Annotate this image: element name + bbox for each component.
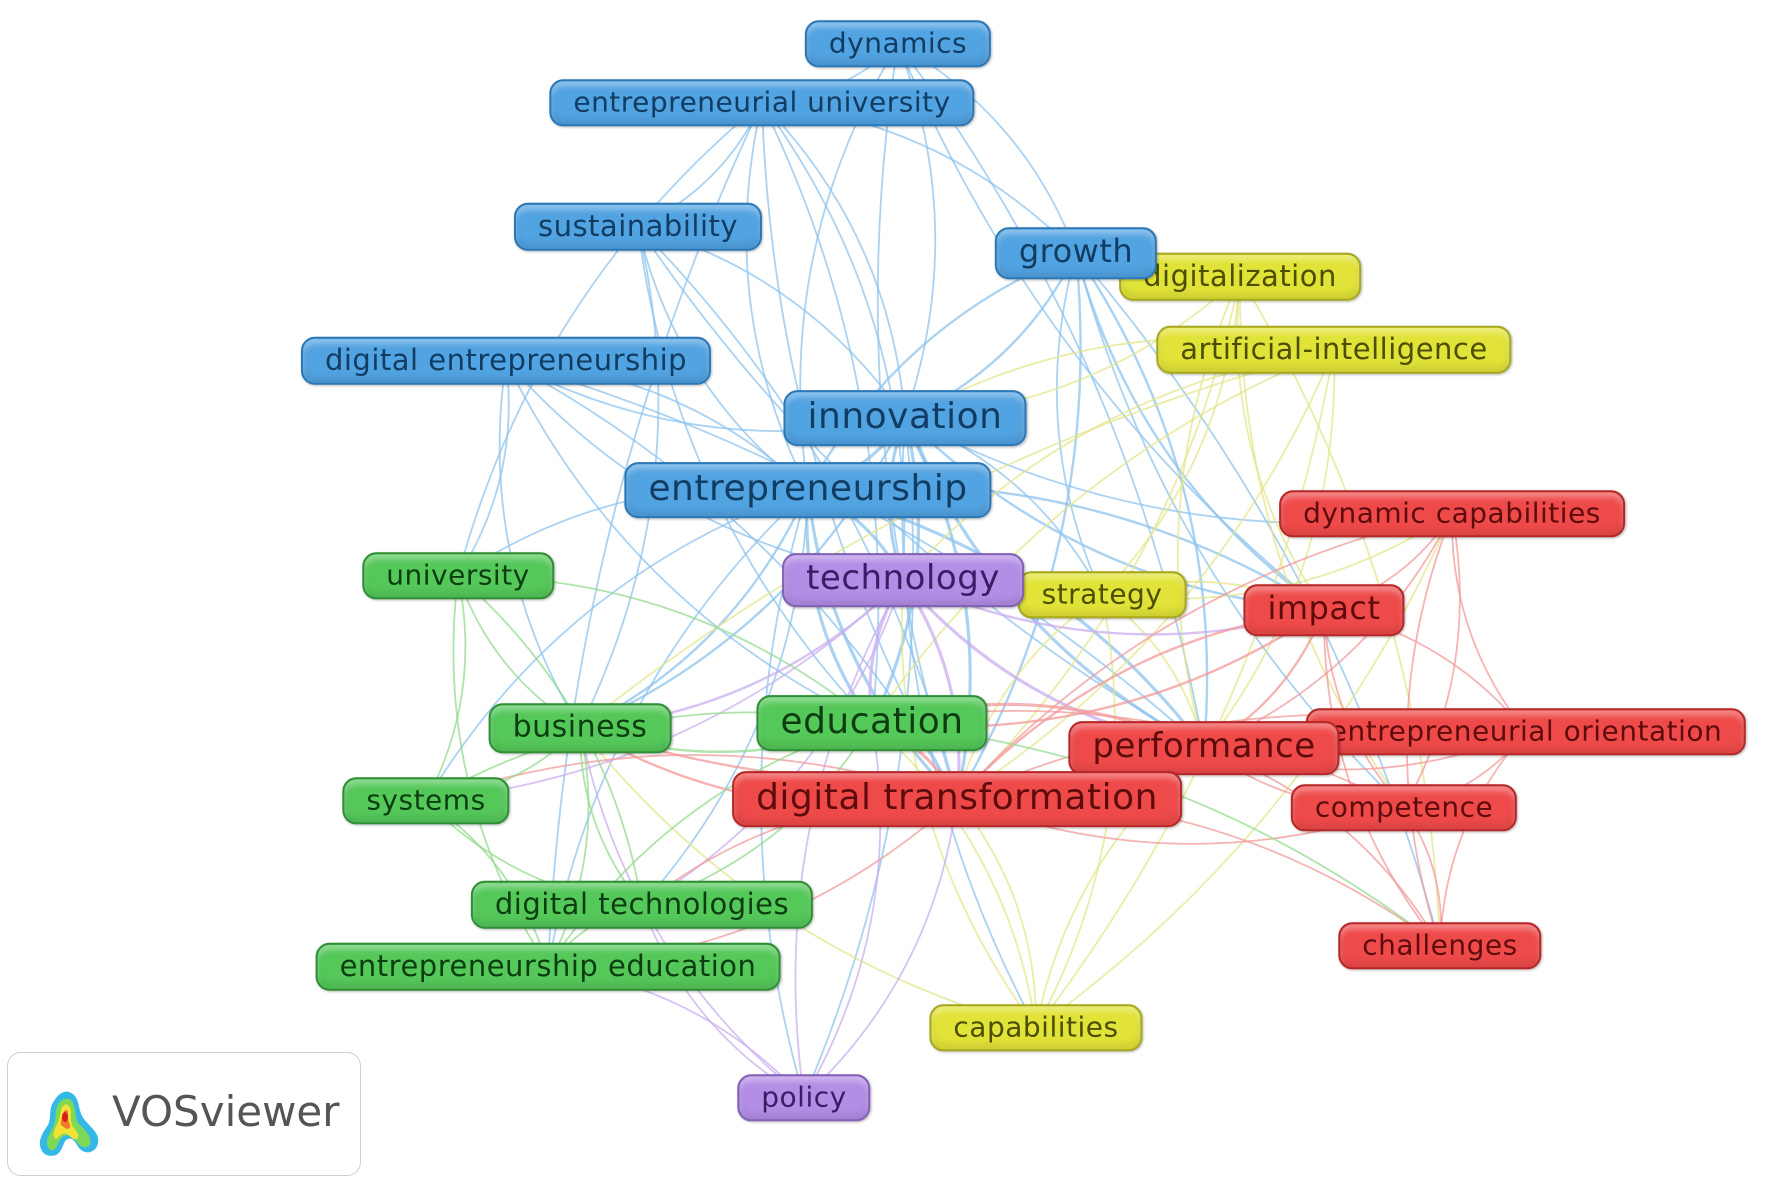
node-capabilities[interactable]: capabilities xyxy=(929,1004,1143,1052)
node-digitalization[interactable]: digitalization xyxy=(1119,252,1361,302)
node-policy[interactable]: policy xyxy=(737,1074,871,1122)
link-entrepreneurship-digital-transformation xyxy=(806,489,959,801)
vosviewer-logo-text: VOSviewer xyxy=(112,1087,340,1136)
node-artificial-intelligence[interactable]: artificial-intelligence xyxy=(1156,325,1512,375)
node-dynamics[interactable]: dynamics xyxy=(804,20,992,68)
vosviewer-logo: VOSviewer xyxy=(7,1052,361,1176)
link-digitalization-impact xyxy=(1236,276,1325,611)
link-digital-entrepreneurship-education xyxy=(505,360,873,724)
link-digital-entrepreneurship-business xyxy=(498,360,581,729)
node-systems[interactable]: systems xyxy=(342,777,510,825)
node-dynamic-capabilities[interactable]: dynamic capabilities xyxy=(1279,490,1625,538)
link-growth-impact xyxy=(1074,252,1325,611)
node-strategy[interactable]: strategy xyxy=(1017,571,1187,619)
node-entrepreneurial-orientation[interactable]: entrepreneurial orientation xyxy=(1305,708,1747,756)
link-university-systems xyxy=(425,575,467,802)
link-policy-digital-transformation xyxy=(803,798,958,1099)
node-competence[interactable]: competence xyxy=(1290,784,1518,832)
node-digital-technologies[interactable]: digital technologies xyxy=(470,880,814,930)
link-growth-digital-transformation xyxy=(955,252,1082,800)
node-digital-entrepreneurship[interactable]: digital entrepreneurship xyxy=(300,336,712,386)
node-education[interactable]: education xyxy=(756,695,988,751)
link-digital-entrepreneurship-university xyxy=(457,360,510,577)
link-growth-strategy xyxy=(1056,252,1103,596)
link-capabilities-dynamic-capabilities xyxy=(1035,513,1453,1029)
link-dynamic-capabilities-entrepreneurial-orientation xyxy=(1451,513,1527,733)
node-business[interactable]: business xyxy=(488,703,672,753)
node-impact[interactable]: impact xyxy=(1243,584,1405,636)
link-business-entrepreneurship-education xyxy=(547,727,590,968)
link-dynamics-performance xyxy=(897,43,1205,749)
node-sustainability[interactable]: sustainability xyxy=(513,202,763,252)
node-entrepreneurship[interactable]: entrepreneurship xyxy=(624,462,992,518)
link-entrepreneurial-university-innovation xyxy=(761,102,906,419)
node-performance[interactable]: performance xyxy=(1068,721,1340,775)
link-artificial-intelligence-capabilities xyxy=(1035,349,1335,1029)
node-entrepreneurship-education[interactable]: entrepreneurship education xyxy=(315,942,781,992)
link-digitalization-strategy xyxy=(1101,276,1241,596)
node-growth[interactable]: growth xyxy=(994,227,1158,279)
node-challenges[interactable]: challenges xyxy=(1338,922,1542,970)
link-artificial-intelligence-performance xyxy=(1203,349,1336,749)
link-dynamics-impact xyxy=(897,43,1325,611)
node-university[interactable]: university xyxy=(362,552,554,600)
link-policy-business xyxy=(579,727,805,1099)
node-entrepreneurial-university[interactable]: entrepreneurial university xyxy=(549,79,975,127)
link-technology-policy xyxy=(794,579,904,1099)
vosviewer-heatmap-icon xyxy=(39,1091,99,1156)
node-technology[interactable]: technology xyxy=(782,553,1024,607)
node-innovation[interactable]: innovation xyxy=(783,390,1027,446)
link-technology-digital-technologies xyxy=(641,579,904,906)
node-digital-transformation[interactable]: digital transformation xyxy=(732,771,1182,827)
link-entrepreneurial-university-university xyxy=(457,102,763,577)
link-artificial-intelligence-education xyxy=(871,349,1335,724)
link-capabilities-education xyxy=(871,722,1037,1029)
